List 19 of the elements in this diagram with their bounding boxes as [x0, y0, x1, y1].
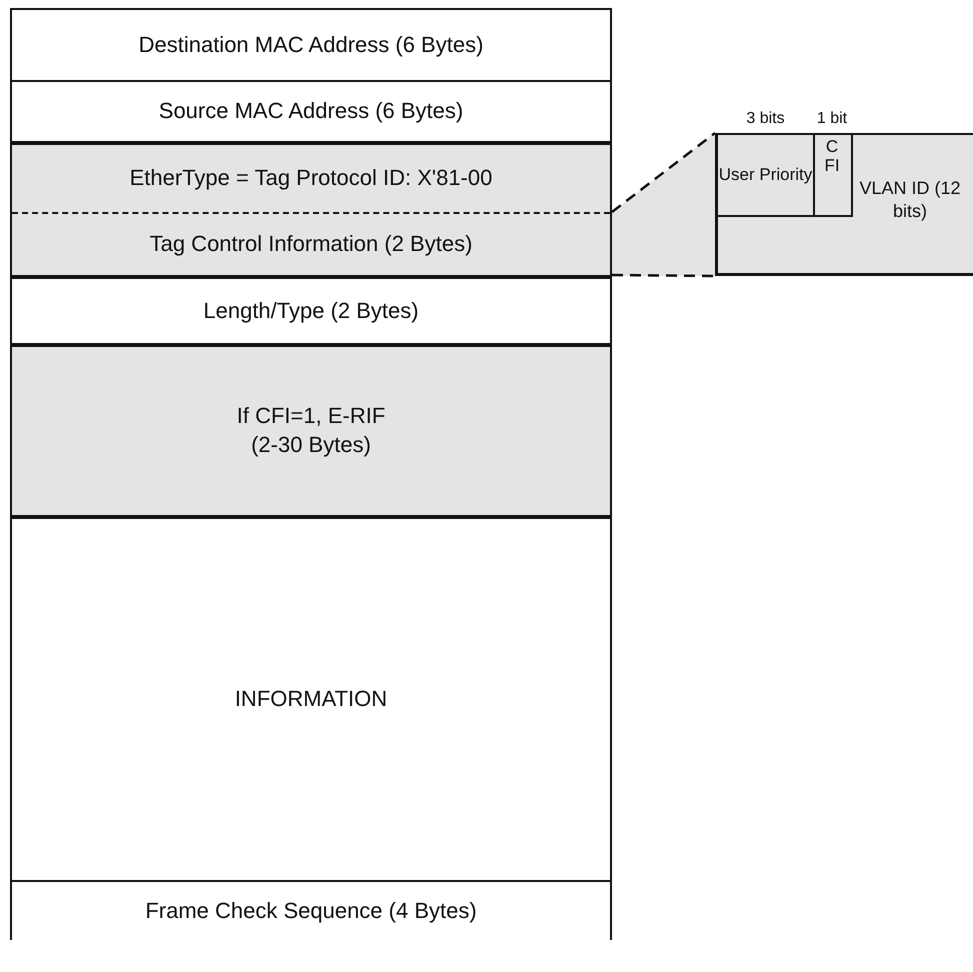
field-text: If CFI=1, E-RIF (2-30 Bytes) — [236, 402, 386, 459]
field-text: User Priority — [718, 166, 812, 184]
field-text: Source MAC Address (6 Bytes) — [158, 97, 464, 126]
dashed-connector — [612, 274, 716, 278]
field-text: CFI — [824, 138, 840, 176]
bit-count-label: 1 bit — [816, 109, 848, 129]
field-text: VLAN ID (12 bits) — [858, 177, 962, 224]
field-text: Length/Type (2 Bytes) — [203, 296, 419, 325]
frame-field-row — [12, 212, 610, 275]
field-text: Tag Control Information (2 Bytes) — [150, 230, 472, 258]
field-text: Destination MAC Address (6 Bytes) — [138, 30, 484, 59]
field-text: INFORMATION — [234, 685, 388, 714]
frame-field-row — [12, 141, 610, 212]
field-text: Frame Check Sequence (4 Bytes) — [145, 896, 477, 925]
field-text: EtherType = Tag Protocol ID: X'81-00 — [130, 164, 492, 192]
dashed-connector — [611, 132, 716, 213]
frame-field-row — [12, 880, 610, 940]
bit-count-label: 3 bits — [745, 109, 786, 129]
frame-field-row — [12, 343, 610, 515]
